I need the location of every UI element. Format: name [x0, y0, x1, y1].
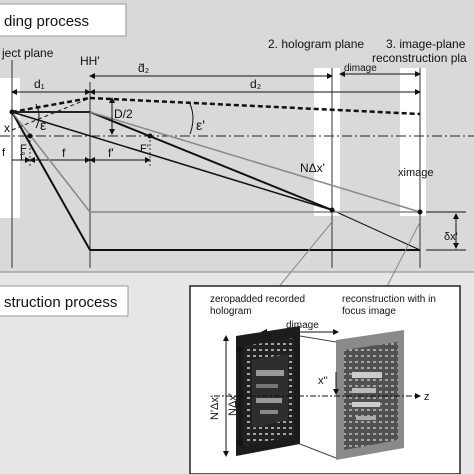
focal-ray [11, 111, 91, 251]
marginal-ray-2 [89, 96, 421, 116]
x-label: x [4, 121, 10, 135]
inset-d-image-label: dimage [286, 320, 319, 331]
d2-tilde-label: d̃₂ [138, 61, 150, 75]
F-prime-label: F' [140, 143, 149, 155]
reconstruction-inset [189, 285, 461, 474]
focal-point-F [27, 133, 33, 139]
reconstruction-title: struction process [4, 294, 117, 311]
grey-ray-2 [89, 111, 421, 213]
focal-point-F-prime [147, 133, 153, 139]
recording-title-box [0, 3, 127, 37]
d2-label: d₂ [250, 77, 262, 91]
d-half-label: D/2 [114, 107, 133, 121]
chief-ray-upper [89, 111, 333, 211]
eps-label: ε [40, 117, 46, 133]
delta-x-label: δx' [444, 231, 458, 243]
f-prime-left-label: f' [20, 151, 25, 163]
eps-prime-label: ε' [196, 117, 205, 133]
inset-right-caption-2: focus image [342, 306, 396, 317]
object-plane-label: ject plane [1, 46, 54, 60]
inset-z-label: z [424, 391, 430, 403]
inset-x-double-prime-label: x'' [318, 375, 328, 387]
reconstruction-title-box [0, 285, 129, 317]
f-mid-label: f [62, 146, 66, 160]
inset-left-caption-2: hologram [210, 306, 252, 317]
inset-n-dx-label: NΔx' [227, 393, 239, 416]
marginal-ray-1 [11, 96, 91, 114]
image-plane-label-1: 3. image-plane [386, 37, 466, 51]
eps-arc [35, 103, 40, 129]
hh-label: HH' [80, 54, 100, 68]
f-left-label: f [2, 147, 6, 159]
d-image-label: dimage [344, 63, 377, 74]
image-plane-label-2: reconstruction pla [372, 51, 467, 65]
d1-label: d₁ [34, 77, 45, 91]
eps-prime-arc [189, 103, 194, 135]
recording-title: ding process [4, 13, 89, 30]
grey-ray-1 [11, 111, 91, 213]
image-plane [400, 68, 426, 216]
f-prime-right-label: f' [108, 146, 114, 160]
inset-n-prime-dx-label: N'Δx' [209, 395, 221, 420]
x-image-label: ximage [398, 167, 433, 179]
inset-right-caption-1: reconstruction with in [342, 294, 436, 305]
n-dx-label: NΔx' [300, 161, 325, 175]
hologram-plane-label: 2. hologram plane [268, 37, 364, 51]
inset-left-caption-1: zeropadded recorded [210, 294, 305, 305]
F-label: F [20, 143, 27, 155]
hologram-plane [314, 68, 340, 216]
